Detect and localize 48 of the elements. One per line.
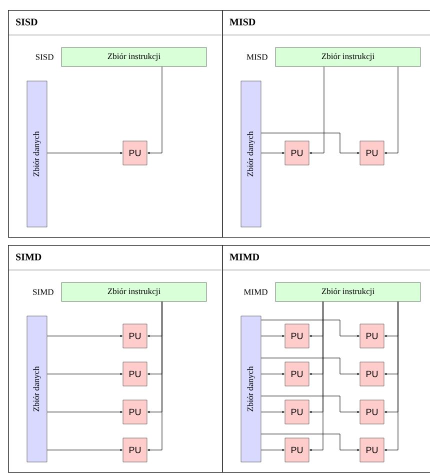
arrow	[260, 410, 284, 414]
arrow	[260, 434, 360, 452]
arrow	[260, 334, 284, 338]
arrow	[260, 132, 360, 154]
pu-box: PU	[122, 140, 148, 166]
panel-label: MISD	[246, 54, 268, 60]
panel-label: SIMD	[33, 289, 54, 295]
pu-box: PU	[360, 362, 384, 386]
pu-box: PU	[284, 140, 310, 166]
pu-box: PU	[360, 324, 384, 348]
instruction-box: Zbiór instrukcji	[61, 282, 207, 302]
pu-box: PU	[360, 400, 384, 424]
instruction-box: Zbiór instrukcji	[275, 47, 421, 67]
arrow	[260, 372, 284, 376]
pu-box: PU	[360, 140, 384, 166]
pu-box: PU	[122, 362, 148, 386]
pu-box: PU	[284, 400, 310, 424]
data-box: Zbiór danych	[240, 316, 262, 462]
pu-box: PU	[284, 438, 310, 462]
pu-box: PU	[122, 438, 148, 462]
instruction-box: Zbiór instrukcji	[275, 282, 421, 302]
arrow	[46, 448, 122, 452]
data-box: Zbiór danych	[26, 80, 48, 228]
panel-label: SISD	[36, 54, 54, 60]
panel-label: MIMD	[244, 289, 268, 295]
arrow	[260, 320, 360, 338]
arrow	[310, 301, 324, 452]
arrow	[46, 334, 122, 338]
arrow	[46, 410, 122, 414]
pu-box: PU	[360, 438, 384, 462]
arrow	[148, 301, 162, 452]
arrow	[260, 152, 284, 154]
data-box: Zbiór danych	[26, 316, 48, 462]
arrow	[46, 152, 122, 154]
arrow	[148, 66, 162, 154]
arrow	[260, 358, 360, 376]
pu-box: PU	[284, 324, 310, 348]
pu-box: PU	[122, 400, 148, 424]
arrow	[260, 448, 284, 452]
instruction-box: Zbiór instrukcji	[61, 47, 207, 67]
arrow	[384, 66, 398, 154]
arrow	[384, 301, 398, 452]
data-box: Zbiór danych	[240, 80, 262, 228]
pu-box: PU	[122, 324, 148, 348]
arrow	[310, 66, 324, 154]
arrow	[46, 372, 122, 376]
arrow	[260, 396, 360, 414]
pu-box: PU	[284, 362, 310, 386]
